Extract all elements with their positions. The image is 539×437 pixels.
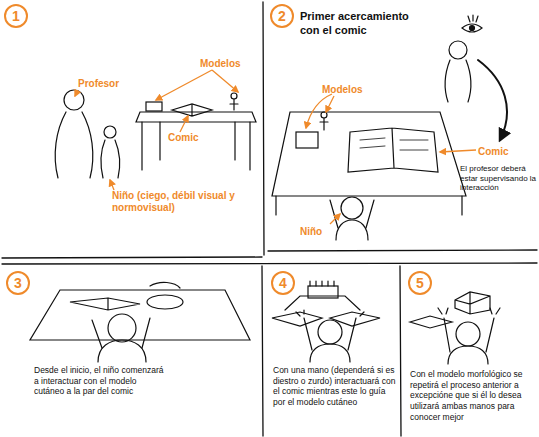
child-head	[108, 314, 136, 342]
leader-line	[180, 116, 188, 132]
skin-model	[147, 295, 183, 309]
panel-divider	[400, 266, 401, 436]
child-body	[310, 344, 350, 362]
skin-model	[310, 281, 334, 286]
table-legs	[142, 122, 250, 170]
panel-divider	[2, 263, 537, 264]
part-label: Modelos	[322, 84, 382, 96]
panel-divider	[268, 250, 537, 251]
model-box	[146, 102, 162, 111]
table-top	[272, 112, 466, 196]
skin-model	[308, 286, 338, 298]
panel-5-scene	[410, 292, 500, 364]
panel-number: 1	[4, 4, 28, 28]
leader-line	[75, 90, 78, 96]
part-label: Profesor	[78, 78, 138, 90]
note-text: El profesor deberá estar supervisando la…	[460, 164, 539, 193]
comic-book	[348, 128, 438, 172]
child-head	[104, 126, 116, 138]
child-arms	[92, 318, 150, 348]
comic-book	[172, 104, 212, 116]
panel-1-scene	[55, 90, 256, 178]
teacher-body	[55, 112, 93, 178]
child-head	[341, 197, 363, 219]
part-label: Comic	[478, 146, 528, 158]
panel-caption: Con una mano (dependerá si es diestro o …	[273, 365, 397, 408]
leader-line	[306, 94, 332, 128]
panel-divider	[2, 257, 262, 258]
child-arms	[330, 200, 374, 228]
comic-book	[70, 298, 140, 310]
morphological-model	[455, 292, 490, 314]
child-body	[98, 340, 146, 362]
comic-lines	[360, 138, 428, 150]
eye-symbol	[468, 15, 478, 22]
panel-number: 3	[6, 271, 30, 295]
model-box	[296, 132, 318, 148]
panel-1-leaders	[75, 70, 238, 190]
panel-2-leaders	[306, 94, 476, 224]
child-body	[101, 140, 120, 178]
part-label: Niño	[300, 226, 340, 238]
panel-number: 5	[408, 271, 432, 295]
leader-line	[330, 214, 340, 224]
storyboard-panel: 4Con una mano (dependerá si es diestro o…	[265, 265, 400, 437]
panel-title: Primer acercamiento con el comic	[300, 10, 430, 38]
model-figure	[320, 118, 328, 130]
child-body	[336, 220, 368, 240]
teacher-head	[449, 41, 467, 59]
panel-divider	[262, 266, 263, 436]
leader-line	[156, 70, 212, 100]
model-figure	[321, 112, 327, 118]
child-head	[318, 320, 342, 344]
child-arms	[444, 318, 494, 352]
panel-2-scene	[272, 15, 507, 240]
skin-model	[150, 282, 180, 288]
eye-symbol	[470, 26, 475, 31]
model-figure	[230, 99, 238, 110]
panel-caption: Desde el inicio, el niño comenzará a int…	[34, 365, 166, 397]
panel-divider	[263, 2, 264, 255]
hand-marks	[296, 310, 364, 316]
table-top	[136, 112, 256, 122]
leader-line	[326, 96, 334, 112]
part-label: Niño (ciego, débil visual y normovisual)	[112, 190, 257, 214]
eye-symbol	[462, 24, 482, 32]
leader-line	[440, 150, 476, 152]
child-head	[456, 322, 480, 346]
leader-line	[110, 180, 114, 190]
child-arms	[304, 318, 356, 350]
panel-3-scene	[30, 282, 250, 362]
part-label: Comic	[168, 132, 218, 144]
child-body	[448, 346, 488, 364]
hand-marks	[438, 308, 500, 314]
model-figure	[231, 93, 237, 99]
panel-number: 2	[270, 4, 294, 28]
storyboard-panel: 3Desde el inicio, el niño comenzará a in…	[0, 265, 262, 437]
table-legs	[276, 196, 462, 215]
comic-book	[272, 312, 322, 326]
panel-caption: Con el modelo morfológico se repetirá el…	[410, 369, 536, 422]
storyboard-panel: 1	[0, 0, 262, 255]
supervision-arrow	[478, 60, 507, 140]
leader-line	[212, 70, 238, 92]
storyboard-panel: 2Primer acercamiento con el comic	[266, 0, 539, 250]
storyboard-panel: 5Con el modelo morfológico se repetirá e…	[402, 265, 539, 437]
teacher-head	[64, 90, 84, 110]
part-label: Modelos	[200, 58, 260, 70]
teacher-body	[445, 60, 471, 102]
panel-number: 4	[271, 271, 295, 295]
table-top	[30, 290, 250, 340]
